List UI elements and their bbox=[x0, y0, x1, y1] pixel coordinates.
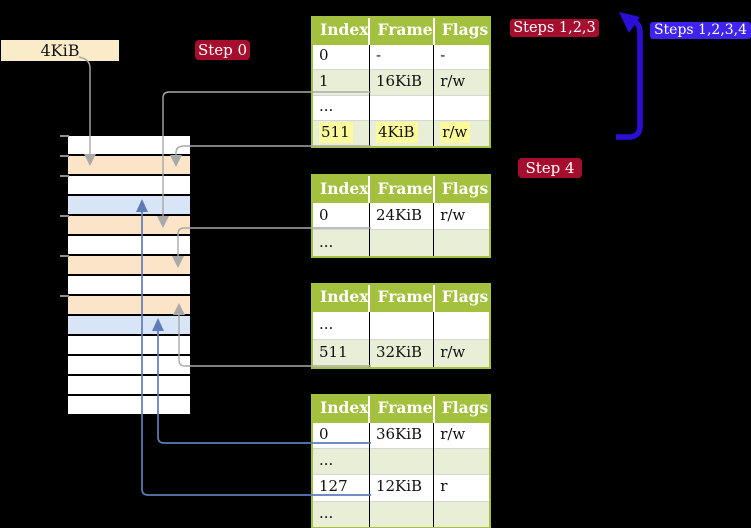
col-header-flags: Flags bbox=[432, 395, 489, 423]
memory-row bbox=[68, 236, 190, 254]
memory-row bbox=[68, 356, 190, 374]
cell-index: 0 bbox=[319, 205, 329, 224]
cell-frame: 24KiB bbox=[368, 203, 434, 230]
memory-row bbox=[68, 376, 190, 394]
cell-frame: 32KiB bbox=[368, 338, 434, 367]
table-header-row: Index Frame Flags bbox=[313, 176, 489, 203]
table-header-row: Index Frame Flags bbox=[313, 395, 489, 423]
col-header-frame: Frame bbox=[368, 284, 434, 312]
cell-frame: 16KiB bbox=[368, 69, 434, 96]
page-table-level1: Index Frame Flags 0 36KiB r/w ... 127 12… bbox=[311, 393, 491, 528]
badge-steps-123: Steps 1,2,3 bbox=[510, 19, 599, 37]
recursive-loop-arrowhead bbox=[619, 12, 640, 33]
cell-frame bbox=[368, 229, 434, 257]
col-header-frame: Frame bbox=[368, 395, 434, 423]
frame-size-label: 4KiB bbox=[40, 41, 80, 60]
table-row: 0 - - bbox=[313, 44, 489, 70]
address-tick bbox=[60, 134, 69, 137]
cell-index: ... bbox=[313, 94, 370, 121]
table-row: 0 24KiB r/w bbox=[313, 203, 489, 230]
address-tick bbox=[60, 215, 69, 217]
table-header-row: Index Frame Flags bbox=[313, 284, 489, 312]
cell-index: 511 bbox=[313, 120, 370, 147]
cell-flags: r/w bbox=[433, 338, 489, 367]
table-header-row: Index Frame Flags bbox=[313, 17, 489, 45]
cell-flags bbox=[433, 94, 489, 121]
cell-index: ... bbox=[313, 448, 370, 475]
badge-steps-1234: Steps 1,2,3,4 bbox=[650, 22, 751, 39]
cell-flags bbox=[433, 500, 489, 528]
cell-index: 0 bbox=[319, 424, 329, 443]
cell-frame: 36KiB bbox=[368, 422, 434, 449]
page-table-level4: Index Frame Flags 0 - - 1 16KiB r/w ... bbox=[311, 15, 491, 149]
col-header-index: Index bbox=[313, 17, 370, 45]
col-header-frame: Frame bbox=[368, 17, 434, 45]
table-row: ... bbox=[313, 448, 489, 475]
cell-index: 0 bbox=[319, 46, 329, 65]
memory-row bbox=[68, 396, 190, 414]
page-table-level2: Index Frame Flags ... 511 32KiB r/w bbox=[311, 282, 491, 369]
col-header-frame: Frame bbox=[368, 176, 434, 203]
frame-size-label-box: 4KiB bbox=[1, 40, 119, 61]
recursive-loop-arrow bbox=[616, 17, 643, 140]
address-tick bbox=[60, 295, 69, 297]
cell-flags: r/w bbox=[433, 120, 489, 147]
highlighted-value: 511 bbox=[319, 122, 353, 144]
memory-row bbox=[68, 216, 190, 234]
cell-frame: 12KiB bbox=[368, 474, 434, 502]
cell-index: 127 bbox=[313, 474, 370, 502]
address-tick bbox=[60, 175, 69, 177]
cell-frame: - bbox=[368, 44, 434, 70]
table-row-recursive-entry: 511 4KiB r/w bbox=[313, 120, 489, 147]
cell-flags: r/w bbox=[433, 422, 489, 449]
memory-row bbox=[68, 336, 190, 354]
cell-frame bbox=[368, 448, 434, 475]
cell-index: ... bbox=[313, 500, 370, 528]
col-header-flags: Flags bbox=[432, 176, 489, 203]
col-header-index: Index bbox=[313, 395, 370, 423]
table-row: 511 32KiB r/w bbox=[313, 338, 489, 367]
col-header-index: Index bbox=[313, 176, 370, 203]
table-row: ... bbox=[313, 229, 489, 257]
highlighted-value: r/w bbox=[440, 122, 471, 144]
cell-index: 511 bbox=[313, 338, 370, 367]
memory-row bbox=[68, 176, 190, 194]
table-row: 0 36KiB r/w bbox=[313, 422, 489, 449]
badge-step4: Step 4 bbox=[518, 158, 582, 178]
badge-step0: Step 0 bbox=[195, 40, 250, 60]
table-row: 1 16KiB r/w bbox=[313, 69, 489, 96]
table-row: ... bbox=[313, 311, 489, 340]
cell-flags: r bbox=[433, 474, 489, 502]
memory-row bbox=[68, 136, 190, 154]
cell-frame bbox=[368, 500, 434, 528]
memory-row bbox=[68, 156, 190, 174]
col-header-flags: Flags bbox=[432, 284, 489, 312]
cell-index: 1 bbox=[313, 69, 370, 96]
cell-flags: r/w bbox=[433, 69, 489, 96]
memory-row bbox=[68, 256, 190, 274]
table-row: ... bbox=[313, 94, 489, 121]
cell-flags: r/w bbox=[433, 203, 489, 230]
cell-index: ... bbox=[319, 314, 334, 333]
highlighted-value: 4KiB bbox=[375, 122, 418, 144]
cell-frame bbox=[368, 311, 434, 340]
cell-flags: - bbox=[433, 44, 489, 70]
table-row: 127 12KiB r bbox=[313, 474, 489, 502]
cell-flags bbox=[433, 311, 489, 340]
memory-row bbox=[68, 196, 190, 214]
cell-frame: 4KiB bbox=[368, 120, 434, 147]
address-tick bbox=[60, 255, 69, 257]
col-header-index: Index bbox=[313, 284, 370, 312]
memory-row bbox=[68, 316, 190, 334]
address-tick bbox=[60, 155, 69, 157]
table-row: ... bbox=[313, 500, 489, 528]
cell-frame bbox=[368, 94, 434, 121]
memory-row bbox=[68, 276, 190, 294]
cell-flags bbox=[433, 448, 489, 475]
col-header-flags: Flags bbox=[432, 17, 489, 45]
memory-row bbox=[68, 296, 190, 314]
page-table-level3: Index Frame Flags 0 24KiB r/w ... bbox=[311, 174, 491, 259]
cell-flags bbox=[433, 229, 489, 257]
cell-index: ... bbox=[313, 229, 370, 257]
